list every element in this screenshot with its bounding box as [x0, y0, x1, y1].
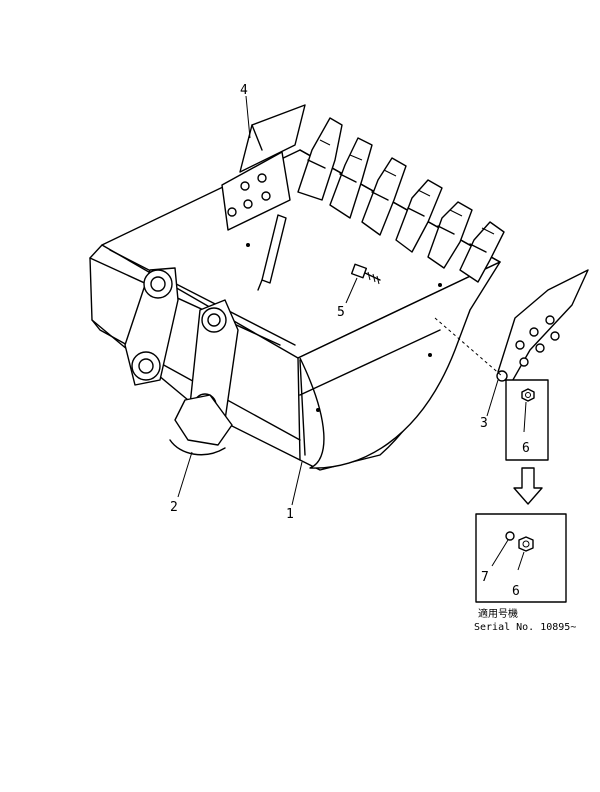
- serial-note-jp: 適用号機: [478, 607, 518, 620]
- callout-6: 6: [522, 441, 530, 456]
- bolt: [350, 263, 381, 285]
- callout-7: 7: [481, 570, 489, 585]
- down-arrow-icon: [513, 467, 543, 505]
- pin: [257, 214, 287, 291]
- callout-6-detail: 6: [512, 584, 520, 599]
- nut-box: [505, 379, 549, 461]
- callout-2: 2: [170, 500, 178, 515]
- side-cutter-right: [496, 269, 589, 386]
- leader-lines: [177, 95, 499, 506]
- hinge-bracket: [124, 267, 239, 456]
- side-plate-bolts-left: [221, 151, 291, 231]
- callout-1: 1: [286, 507, 294, 522]
- callout-3: 3: [480, 416, 488, 431]
- detail-box: [475, 513, 567, 603]
- bucket-body: [89, 149, 501, 471]
- serial-note: Serial No. 10895~: [474, 622, 576, 633]
- callout-5: 5: [337, 305, 345, 320]
- callout-4: 4: [240, 83, 248, 98]
- side-cutter-left: [239, 104, 306, 173]
- assembly-line: [434, 317, 503, 377]
- bucket-teeth: [297, 117, 505, 283]
